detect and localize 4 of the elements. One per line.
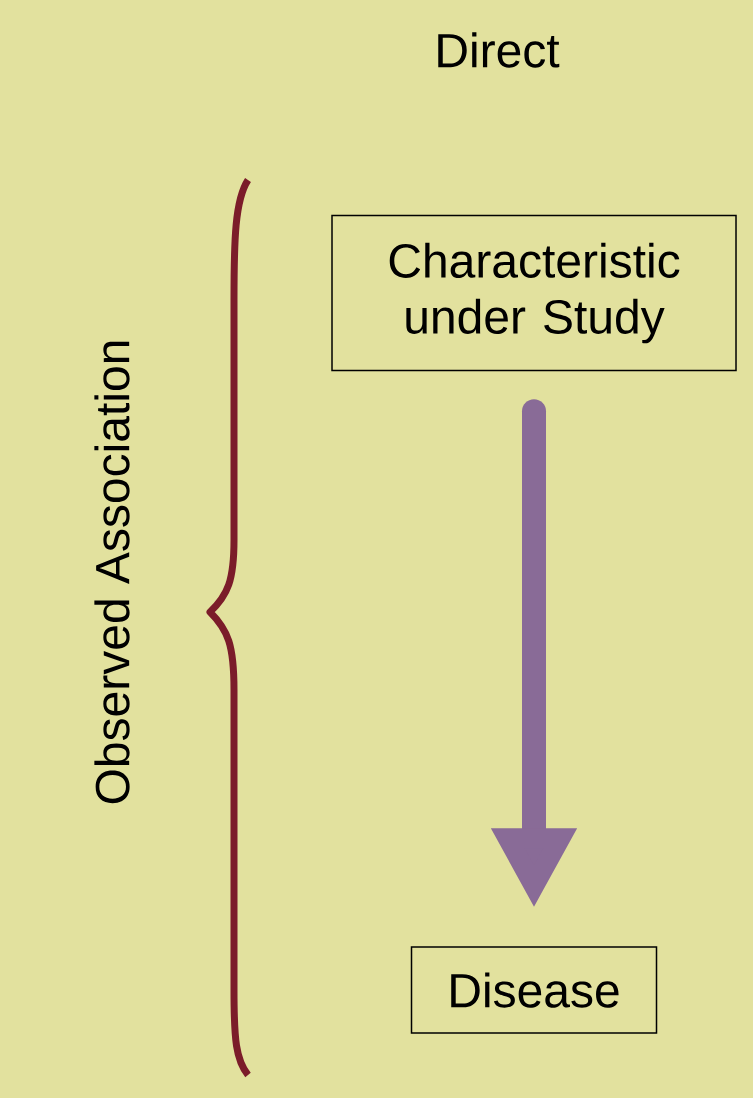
text-box: Characteristic under Study <box>331 214 737 372</box>
title: Direct <box>438 32 560 68</box>
text-box: Disease <box>410 946 658 1034</box>
axis-label: Observed Association <box>94 341 130 804</box>
